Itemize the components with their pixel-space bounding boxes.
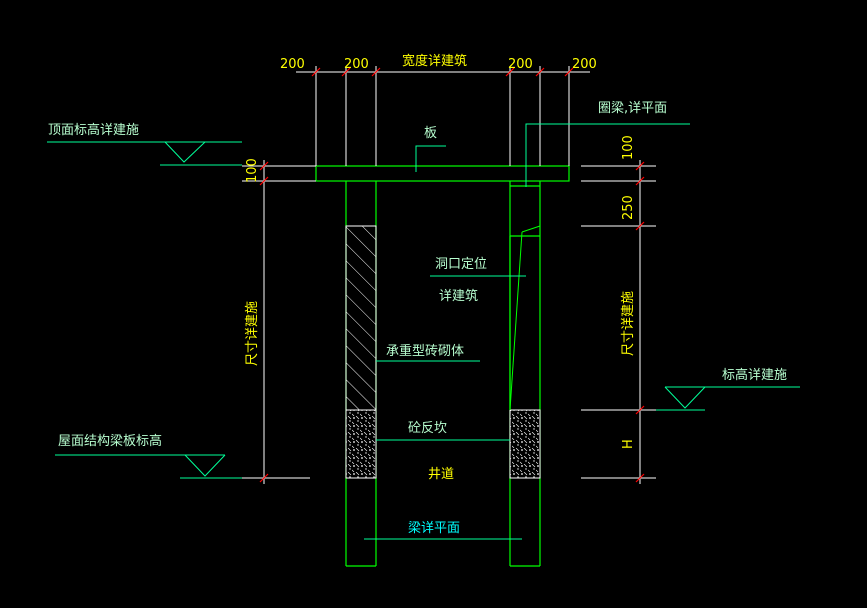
- right-slab-dim: 100: [621, 135, 636, 160]
- masonry-hatch: [345, 225, 377, 411]
- opening-detail-label: 详建筑: [439, 288, 478, 304]
- concrete-curb-left: [345, 409, 377, 479]
- beam-detail-label: 梁详平面: [408, 521, 460, 536]
- right-dimension-lines: [581, 160, 656, 484]
- left-dimension-ticks: [259, 161, 269, 483]
- left-height-note: 尺寸详建施: [245, 301, 260, 366]
- ring-beam-dim: 250: [621, 195, 636, 220]
- curb-height-dim: H: [621, 439, 636, 449]
- opening-line: [509, 225, 541, 411]
- roof-elevation-label: 屋面结构梁板标高: [58, 433, 162, 449]
- left-dimension-lines: [242, 160, 316, 484]
- top-dimension-text: 200 200 宽度详建筑 200 200: [280, 53, 597, 72]
- top-elevation-marker: [47, 141, 242, 166]
- top-dimension-ticks: [311, 67, 574, 77]
- concrete-curb-right: [509, 409, 541, 479]
- right-height-note: 尺寸详建施: [621, 291, 636, 356]
- leader-lines: [364, 123, 690, 540]
- concrete-curb-label: 砼反坎: [408, 421, 447, 436]
- dim-left-inner: 200: [344, 57, 369, 72]
- shaft-label: 井道: [428, 467, 454, 482]
- right-dimension-ticks: [635, 161, 645, 483]
- slab: [315, 165, 570, 182]
- masonry-label: 承重型砖砌体: [386, 343, 464, 359]
- dim-right-inner: 200: [508, 57, 533, 72]
- width-note: 宽度详建筑: [402, 53, 467, 69]
- top-elevation-label: 顶面标高详建施: [48, 122, 139, 138]
- left-slab-dim: 100: [245, 158, 260, 183]
- slab-label: 板: [424, 126, 437, 141]
- right-elevation-marker: [656, 386, 800, 411]
- right-elevation-label: 标高详建施: [722, 367, 787, 383]
- opening-position-label: 洞口定位: [435, 257, 487, 272]
- ring-beam-label: 圈梁,详平面: [598, 101, 667, 116]
- dim-left-outer: 200: [280, 57, 305, 72]
- top-dimension-lines: [296, 66, 590, 166]
- dim-right-outer: 200: [572, 57, 597, 72]
- right-wall: [509, 181, 541, 567]
- roof-elevation-marker: [55, 454, 242, 479]
